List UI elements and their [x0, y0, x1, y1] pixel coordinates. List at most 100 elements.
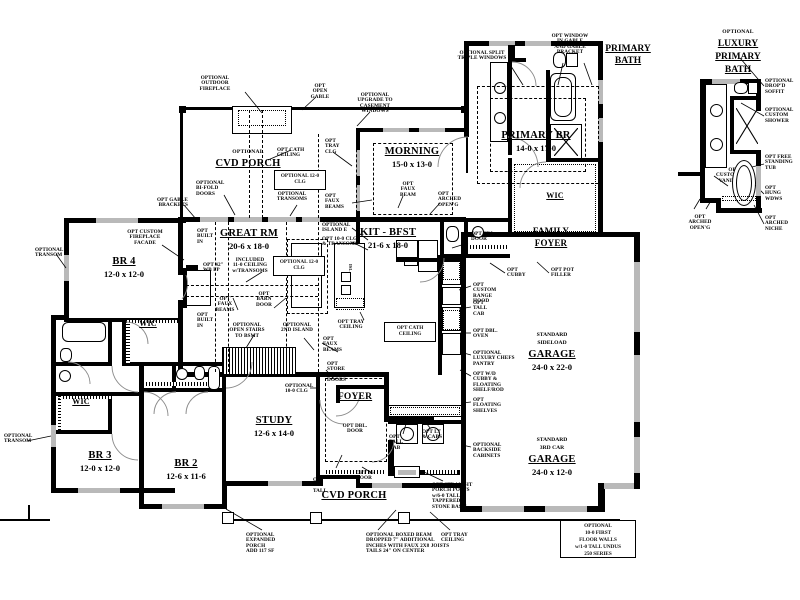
wall: [464, 222, 468, 254]
annotation-opt-store-front-doors: OPTIONAL 10-0 CLG: [285, 383, 314, 395]
window: [234, 217, 262, 222]
wall: [51, 315, 56, 493]
annotation-opt-gable-brackets: OPT GABLE BRACKETS: [157, 197, 188, 209]
wall: [318, 477, 323, 486]
room-dim-study: 12-6 x 14-0: [253, 428, 295, 438]
room-dim-br2: 12-6 x 11-6: [166, 471, 206, 481]
annotation-opt-arched-openg-kit: OPT TDL DOOR: [471, 231, 495, 243]
window: [372, 483, 402, 488]
wall: [179, 106, 186, 113]
wall: [546, 158, 602, 162]
wall: [512, 45, 515, 61]
ceiling-tray-inner: [490, 98, 586, 172]
window: [419, 128, 445, 132]
garage-sideload-sub1: STANDARD: [536, 332, 568, 338]
range: [442, 287, 461, 305]
annotation-opt-faux-beams-great: OPT BARN DOOR: [256, 291, 272, 308]
annotation-opt-boxed-beam: OPT TRAY CEILING: [441, 532, 468, 544]
wall: [700, 198, 720, 203]
wall: [508, 45, 512, 155]
porch-edge: [222, 519, 620, 521]
ceiling-line: [356, 134, 357, 218]
wall: [122, 318, 126, 366]
wall: [64, 318, 178, 322]
annotation-opt-split-triple-windows: OPTIONAL SPLIT TRIPLE WINDOWS: [457, 50, 507, 62]
window: [356, 185, 360, 211]
annotation-opt-dbl-oven: OPTIONAL LUXURY CHEFS PANTRY: [473, 350, 515, 367]
closet-shelf: [146, 382, 220, 386]
window: [598, 80, 603, 104]
inset-title-4: BATH: [724, 65, 752, 75]
wall-oven: [442, 333, 461, 355]
wall: [356, 483, 466, 488]
wall: [139, 488, 144, 509]
wall: [144, 362, 222, 366]
room-dim-br4: 12-0 x 12-0: [103, 269, 145, 279]
wall: [51, 315, 69, 320]
wall: [356, 128, 466, 132]
window: [604, 483, 634, 489]
window: [162, 504, 204, 509]
window: [268, 481, 302, 486]
callout-optional-12-0-clg-kit: OPT CATH CEILING: [384, 322, 436, 342]
cooktop: [341, 285, 351, 295]
wall: [356, 475, 360, 487]
ceiling-line: [262, 110, 263, 218]
wall: [172, 366, 176, 388]
wall: [144, 388, 222, 392]
room-label-foyer: FOYER: [337, 392, 373, 402]
annotation-included-ceiling-transoms: INCLUDED 11-0 CEILING w/TRANSOMS: [232, 257, 268, 274]
annotation-opt-36-door: OPT TALL CAB: [389, 434, 404, 451]
wall: [56, 430, 112, 434]
window: [634, 262, 640, 332]
sink: [494, 112, 506, 124]
wall: [180, 107, 183, 220]
room-dim-primary-br: 14-0 x 17-0: [515, 143, 557, 153]
cooktop: [341, 272, 351, 282]
annotation-opt-open-gable: OPT OPEN GABLE: [310, 83, 330, 100]
bathtub: [208, 366, 220, 390]
wall: [460, 506, 605, 512]
room-label-wic-br3: WIC: [72, 397, 90, 406]
annotation-opt-cath-ceiling-porch: OPT CATH CEILING: [277, 147, 305, 159]
inset-title-3: PRIMARY: [715, 52, 761, 62]
primary-bath-title-2: BATH: [614, 56, 642, 66]
annotation-opt-barn-door: OPTIONAL OPEN STAIRS TO BSMT: [229, 322, 265, 339]
room-label-garage-3rd-car: GARAGE: [528, 454, 576, 465]
annotation-opt-outdoor-fireplace: OPTIONAL OUTDOOR FIREPLACE: [199, 75, 231, 92]
annotation-opt-faux-beams-foyer: OPT STORE FRONT DOORS: [327, 361, 346, 384]
wall: [178, 300, 183, 376]
window: [64, 255, 69, 281]
wall: [318, 475, 360, 479]
window: [712, 79, 740, 84]
wall: [440, 254, 510, 258]
annotation-opt-upgrade-casement: OPTIONAL UPGRADE TO CASEMENT WINDOWS: [357, 92, 393, 115]
closet-shelf: [60, 396, 112, 399]
window: [96, 218, 138, 223]
annotation-opt-lt-cabs: OPT STRAIGHT PORCH POSTS w/6-0 TALL TAPP…: [432, 482, 473, 510]
callout-optional-12-0-clg-great: OPTIONAL 12-0 CLG: [273, 256, 325, 276]
annotation-opt-10-0-clg-transoms: OPT FAUX BEAM: [400, 181, 416, 198]
room-dim-garage-sideload: 24-0 x 22-0: [531, 362, 573, 372]
annotation-opt-faux-beam-kit: OPT ARCHED OPEN'G: [438, 191, 462, 208]
fireplace: [183, 270, 211, 306]
annotation-opt-arched-openg-inset: OPT ARCHED OPEN'G: [688, 214, 712, 231]
annotation-optional-2nd-island: OPTIONAL ISLAND E: [322, 222, 351, 234]
annotation-optional-10-0-clg-foyer: OPT DBL. DOOR: [342, 423, 368, 435]
porch-post: [222, 512, 234, 524]
wall: [139, 362, 144, 492]
annotation-optional-transom-br3: OPTIONAL TRANSOM: [4, 433, 33, 445]
room-label-morning: MORNING: [384, 146, 440, 157]
vanity: [705, 84, 727, 168]
annotation-opt-cubby: OPT POT FILLER: [551, 267, 575, 279]
wall: [186, 265, 198, 270]
annotation-opt-built-in-upper: OPT BUILT IN: [197, 228, 214, 245]
annotation-optional-transom-br4: OPTIONAL TRANSOM: [35, 247, 64, 259]
dryer-drum: [426, 427, 440, 441]
wall: [222, 481, 227, 509]
sink: [176, 368, 188, 380]
room-dim-garage-3rd-car: 24-0 x 12-0: [531, 467, 573, 477]
callout-text: OPT CATH CEILING: [396, 324, 424, 338]
legend-line-5: 250 SERIES: [584, 551, 612, 558]
